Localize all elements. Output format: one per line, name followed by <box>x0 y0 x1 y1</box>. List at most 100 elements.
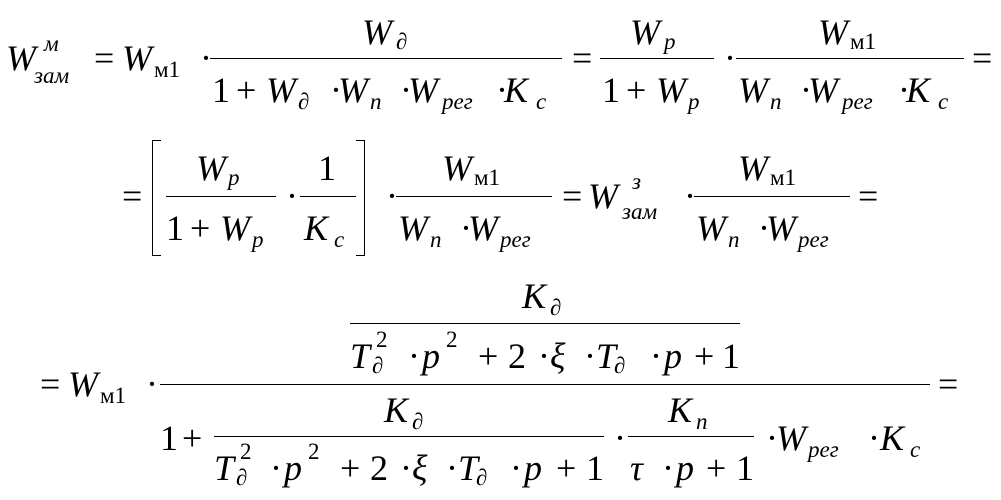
dot-operator: · <box>146 364 158 404</box>
left-bracket <box>152 140 161 256</box>
dot-operator: · <box>766 418 778 458</box>
dot-operator: · <box>758 208 770 248</box>
dot-operator: · <box>650 336 662 376</box>
exponent-two: 2 <box>240 439 252 464</box>
plus-sign: + <box>236 70 257 110</box>
symbol-k: K <box>880 418 905 458</box>
dot-operator: · <box>724 38 736 78</box>
numeral-one: 1 <box>212 70 230 110</box>
equals-sign: = <box>938 364 959 404</box>
dot-operator: · <box>446 448 458 488</box>
subscript-reg: рег <box>442 89 473 114</box>
subscript-n: п <box>728 227 740 252</box>
dot-operator: · <box>400 448 412 488</box>
numeral-two: 2 <box>508 336 526 376</box>
symbol-k: K <box>668 390 693 430</box>
subscript-p: р <box>228 165 240 190</box>
superscript-z: з <box>632 169 641 194</box>
symbol-w: W <box>766 208 796 248</box>
fraction-bar <box>166 196 276 197</box>
dot-operator: · <box>868 418 880 458</box>
exponent-two: 2 <box>376 327 388 352</box>
symbol-w: W <box>818 12 848 52</box>
symbol-xi: ξ <box>550 336 566 376</box>
equals-sign: = <box>122 176 143 216</box>
symbol-w: W <box>738 148 768 188</box>
subscript-zam: зам <box>34 63 70 88</box>
subscript-d: ∂ <box>550 295 562 320</box>
dot-operator: · <box>400 70 412 110</box>
subscript-d: ∂ <box>476 465 488 490</box>
subscript-m1: м1 <box>474 165 501 190</box>
plus-sign: + <box>706 448 727 488</box>
symbol-p: p <box>524 448 542 488</box>
numeral-one: 1 <box>166 208 184 248</box>
right-bracket <box>356 140 365 256</box>
subscript-reg: рег <box>808 437 839 462</box>
subscript-c: с <box>938 89 949 114</box>
symbol-t: T <box>458 448 479 488</box>
dot-operator: · <box>898 70 910 110</box>
numeral-one: 1 <box>318 148 336 188</box>
fraction-bar <box>214 436 604 437</box>
symbol-w: W <box>398 208 428 248</box>
subscript-n: п <box>370 89 382 114</box>
symbol-w: W <box>266 70 296 110</box>
main-fraction-bar <box>160 384 930 385</box>
symbol-t: T <box>350 336 371 376</box>
subscript-d: ∂ <box>412 409 424 434</box>
symbol-t: T <box>214 448 235 488</box>
symbol-tau: τ <box>630 448 643 488</box>
plus-sign: + <box>340 448 361 488</box>
equals-sign: = <box>562 176 583 216</box>
symbol-w: W <box>776 418 806 458</box>
subscript-c: с <box>536 89 547 114</box>
subscript-reg: рег <box>798 227 829 252</box>
symbol-w: W <box>338 70 368 110</box>
subscript-m1: м1 <box>100 383 127 408</box>
symbol-xi: ξ <box>412 448 428 488</box>
plus-sign: + <box>694 336 715 376</box>
symbol-w: W <box>630 12 660 52</box>
numeral-one: 1 <box>722 336 740 376</box>
symbol-p: p <box>422 336 440 376</box>
dot-operator: · <box>538 336 550 376</box>
symbol-w: W <box>442 148 472 188</box>
symbol-w: W <box>408 70 438 110</box>
dot-operator: · <box>662 448 674 488</box>
symbol-w: W <box>68 364 98 404</box>
fraction-bar <box>600 58 714 59</box>
fraction-bar <box>210 58 562 59</box>
subscript-d: ∂ <box>614 353 626 378</box>
dot-operator: · <box>270 448 282 488</box>
subscript-m1: м1 <box>154 57 181 82</box>
subscript-m1: м1 <box>770 165 797 190</box>
dot-operator: · <box>800 70 812 110</box>
symbol-w: W <box>362 12 392 52</box>
symbol-w: W <box>122 38 152 78</box>
subscript-reg: рег <box>842 89 873 114</box>
subscript-c: с <box>334 227 345 252</box>
subscript-p: р <box>688 89 700 114</box>
dot-operator: · <box>684 176 696 216</box>
subscript-d: ∂ <box>236 465 248 490</box>
symbol-k: K <box>522 276 547 316</box>
subscript-reg: рег <box>500 227 531 252</box>
numeral-one: 1 <box>160 418 178 458</box>
subscript-p: р <box>664 29 676 54</box>
symbol-w: W <box>220 208 250 248</box>
dot-operator: · <box>584 336 596 376</box>
subscript-m1: м1 <box>850 29 877 54</box>
subscript-d: ∂ <box>396 29 408 54</box>
plus-sign: + <box>478 336 499 376</box>
fraction-bar <box>300 196 356 197</box>
numeral-one: 1 <box>586 448 604 488</box>
symbol-k: K <box>384 390 409 430</box>
dot-operator: · <box>330 70 342 110</box>
subscript-n: п <box>696 409 708 434</box>
dot-operator: · <box>460 208 472 248</box>
dot-operator: · <box>496 70 508 110</box>
subscript-n: п <box>770 89 782 114</box>
equals-sign: = <box>858 176 879 216</box>
